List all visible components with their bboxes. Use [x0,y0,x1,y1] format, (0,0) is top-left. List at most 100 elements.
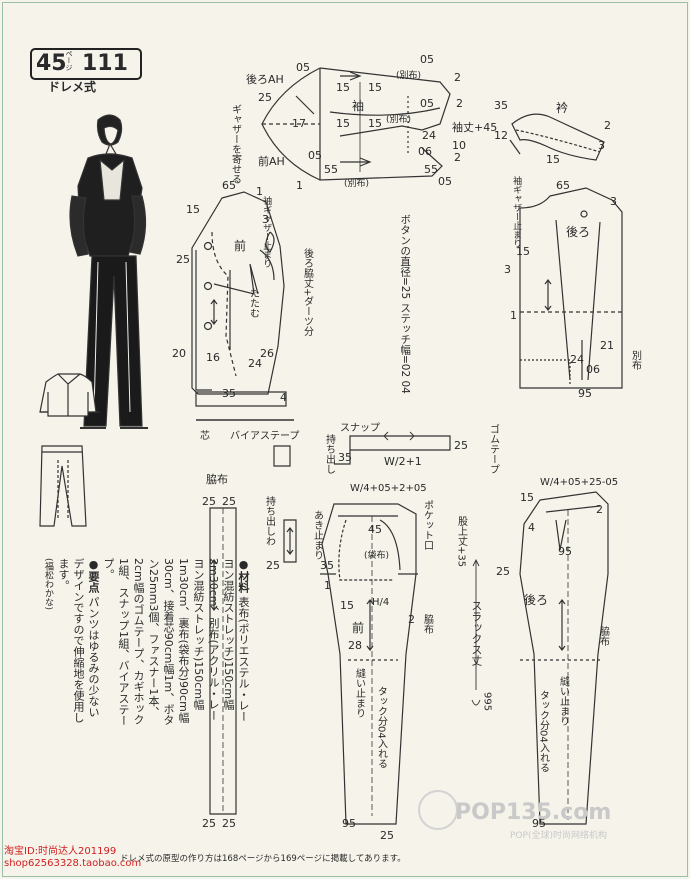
sleeve-n05b: 05 [420,53,434,66]
front-pants-side-panel: 脇布 [421,614,433,634]
button-note: ボタンの直径=25 ステッチ幅=02 04 [399,214,412,394]
front-pants-title: 前 [352,621,365,635]
front-bodice-pattern [191,191,294,421]
snap-label: スナップ [340,423,380,434]
sleeve-n06: 06 [418,145,432,158]
watermark-sub: POP(全球)时尚网络机构 [510,831,607,841]
watermark-logo [418,790,458,830]
trousers-flat-sketch [39,445,87,527]
sleeve-back-ah: 後ろAH [246,73,284,86]
front-pants-sew-stop: 縫い止まり [353,668,365,718]
sleeve-separate-c: (別布) [344,179,370,189]
sleeve-n55b: 55 [424,163,438,176]
sleeve-length: 袖丈+45 [452,121,498,134]
shop-line1: 淘宝ID:时尚达人201199 [4,846,117,857]
back-bodice-n21: 21 [600,339,614,352]
slacks-length-arrow [471,558,481,706]
collar-pattern [509,113,605,161]
back-bodice-n24: 24 [570,353,584,366]
side-panel-n25c: 25 [202,817,216,830]
sleeve-n15b: 15 [336,117,350,130]
sleeve-n05e: 05 [438,175,452,188]
front-side-seam-note: 後ろ脇丈+ダーツ分 [301,248,313,337]
back-bodice-n65: 65 [556,179,570,192]
front-bodice-n20: 20 [172,347,186,360]
sleeve-separate-b: (別布) [386,115,412,125]
back-bodice-pattern [519,187,623,389]
front-bodice-n1: 1 [256,185,263,198]
front-bias-tape: バイアステープ [230,431,300,442]
sleeve-n05a: 05 [296,61,310,74]
back-pants-n2: 2 [596,503,603,516]
front-lining: 芯 [200,431,210,442]
back-bodice-n95: 95 [578,387,592,400]
front-trousers-pattern [320,503,418,825]
sleeve-n1: 1 [296,179,303,192]
back-bodice-n3b: 3 [504,263,511,276]
back-sleeve-gather-stop: 袖ギャザー止まり [511,176,522,248]
mochidashi-w-label: 持ち出しわ [263,496,275,546]
collar-n3: 3 [598,139,605,152]
snap-mochidashi: 持ち出し [323,434,335,474]
jacket-flat-sketch [39,373,100,417]
sleeve-n15d: 15 [368,117,382,130]
back-pants-tuck: タック分04入れる [537,690,549,773]
sleeve-gather-note: ギャザーを寄せる [229,104,241,184]
snap-formula: W/2+1 [384,455,422,468]
sleeve-n15c: 15 [368,81,382,94]
back-bodice-title: 後ろ [566,225,591,239]
watermark-main: POP135.com [455,800,612,825]
back-pants-formula: W/4+05+25-05 [540,477,619,488]
front-bodice-n4: 4 [280,391,287,404]
front-pants-opening: あき止まり [311,510,323,560]
front-bodice-n16: 16 [206,351,220,364]
badge-box [30,48,142,80]
side-panel-n25b: 25 [222,495,236,508]
waistband-pattern [273,431,451,467]
front-pants-n2: 2 [408,613,415,626]
side-panel-title: 脇布 [206,473,228,486]
slacks-length-value: 995 [481,692,493,712]
back-pants-n95b: 95 [532,817,546,830]
sleeve-front-ah: 前AH [258,155,285,168]
snap-n35: 35 [338,451,352,464]
points-heading: ●要点 [87,558,100,593]
front-bodice-title: 前 [234,239,247,253]
collar-n2: 2 [604,119,611,132]
author-credit: (福松わかな) [43,558,53,611]
materials-heading: ●材料 [237,558,250,593]
sleeve-n05d: 05 [308,149,322,162]
points-body: パンツはゆるみの少ないデザインですので伸縮地を使用します。 [57,558,100,723]
front-bodice-n15: 15 [186,203,200,216]
sleeve-n05c: 05 [420,97,434,110]
front-bodice-n24: 24 [248,357,262,370]
front-pants-n15: 15 [340,599,354,612]
front-pants-tuck: タック分04入れる [375,686,387,769]
badge-page-num: 45 [36,51,67,76]
back-pants-n25: 25 [496,565,510,578]
front-pants-formula: W/4+05+2+05 [350,483,427,494]
sleeve-n2a: 2 [454,71,461,84]
back-bodice-n15: 15 [516,245,530,258]
materials-notes: ●材料 表布(ポリエステル・レーヨン混紡ストレッチ)150cm幅2m30cm、別… [40,558,251,728]
back-pants-title: 後ろ [524,593,549,607]
sleeve-n17: 17 [292,117,306,130]
back-pants-n95a: 95 [558,545,572,558]
badge-style: ドレメ式 [48,80,97,94]
mochidashi-piece [283,519,297,563]
back-pants-side-panel: 脇布 [597,626,609,646]
badge-item-num: 111 [82,51,128,76]
front-pants-n25: 25 [380,829,394,842]
front-bodice-n26: 26 [260,347,274,360]
sleeve-n15a: 15 [336,81,350,94]
sleeve-n10: 10 [452,139,466,152]
front-pants-n35: 35 [320,559,334,572]
front-bodice-n25: 25 [176,253,190,266]
back-bodice-n3: 3 [610,195,617,208]
back-bodice-n06: 06 [586,363,600,376]
front-pants-inseam-note: 股上丈+35 [455,516,467,568]
collar-n15: 15 [546,153,560,166]
sleeve-separate-a: (別布) [396,71,422,81]
side-panel-strip [209,507,237,815]
back-pants-n15: 15 [520,491,534,504]
